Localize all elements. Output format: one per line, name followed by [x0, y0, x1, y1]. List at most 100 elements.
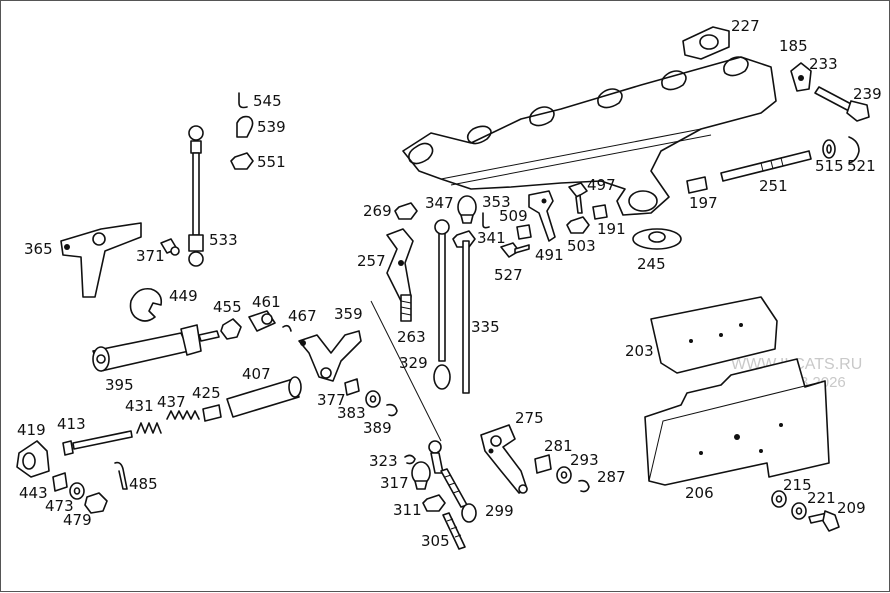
nut-551[interactable]: [230, 152, 254, 170]
ball-cap-539[interactable]: [236, 115, 254, 138]
washer-293[interactable]: [556, 466, 572, 484]
label-449: 449: [169, 287, 198, 305]
nut-269[interactable]: [394, 202, 418, 220]
nut-311[interactable]: [422, 494, 446, 512]
label-383: 383: [337, 404, 366, 422]
spring-431[interactable]: [136, 422, 162, 434]
flange-clamp-245[interactable]: [632, 228, 682, 250]
bushing-509[interactable]: [516, 224, 532, 240]
bushing-443[interactable]: [52, 472, 68, 492]
washer-473[interactable]: [69, 482, 85, 500]
circlip-521[interactable]: [848, 136, 860, 164]
washer-515[interactable]: [822, 139, 836, 159]
clip-545[interactable]: [238, 92, 248, 109]
label-209: 209: [837, 499, 866, 517]
label-491: 491: [535, 246, 564, 264]
label-275: 275: [515, 409, 544, 427]
sleeve-197[interactable]: [686, 176, 708, 194]
label-281: 281: [544, 437, 573, 455]
adjuster-rod-299[interactable]: [428, 440, 477, 523]
label-305: 305: [421, 532, 450, 550]
label-335: 335: [471, 318, 500, 336]
label-515: 515: [815, 157, 844, 175]
label-329: 329: [399, 354, 428, 372]
bolt-497[interactable]: [568, 182, 588, 214]
label-347: 347: [425, 194, 454, 212]
circlip-389[interactable]: [386, 403, 398, 417]
lever-491[interactable]: [528, 190, 556, 242]
washer-221[interactable]: [791, 502, 807, 520]
label-251: 251: [759, 177, 788, 195]
label-257: 257: [357, 252, 386, 270]
lever-359[interactable]: [298, 330, 362, 382]
bushing-281[interactable]: [534, 454, 552, 474]
lever-275[interactable]: [480, 424, 528, 494]
label-407: 407: [242, 365, 271, 383]
washer-215[interactable]: [771, 490, 787, 508]
label-317: 317: [380, 474, 409, 492]
rod-329[interactable]: [433, 219, 451, 390]
bracket-185[interactable]: [790, 62, 812, 92]
nut-503[interactable]: [566, 216, 590, 234]
bolt-239[interactable]: [814, 86, 870, 122]
spring-437[interactable]: [166, 410, 200, 420]
label-221: 221: [807, 489, 836, 507]
label-419: 419: [17, 421, 46, 439]
bolt-209[interactable]: [808, 510, 840, 532]
rod-end-419[interactable]: [16, 440, 50, 478]
label-473: 473: [45, 497, 74, 515]
heat-shield-203[interactable]: [650, 296, 778, 374]
label-425: 425: [192, 384, 221, 402]
rod-413[interactable]: [62, 430, 133, 456]
circlip-287[interactable]: [578, 479, 590, 493]
nut-455[interactable]: [220, 318, 242, 340]
ball-socket-317[interactable]: [411, 461, 431, 490]
label-503: 503: [567, 237, 596, 255]
label-227: 227: [731, 17, 760, 35]
stud-251[interactable]: [720, 150, 812, 182]
bushing-191[interactable]: [592, 204, 608, 220]
manifold-gasket-227[interactable]: [682, 26, 730, 60]
bolt-263[interactable]: [400, 294, 412, 322]
label-263: 263: [397, 328, 426, 346]
label-521: 521: [847, 157, 876, 175]
rod-335[interactable]: [462, 240, 470, 394]
clip-353[interactable]: [482, 212, 490, 229]
bracket-365[interactable]: [60, 222, 142, 298]
clip-467[interactable]: [282, 324, 292, 332]
cotter-pin-485[interactable]: [114, 461, 128, 490]
exhaust-manifold[interactable]: [402, 56, 777, 216]
heat-shield-206[interactable]: [644, 358, 830, 486]
label-443: 443: [19, 484, 48, 502]
threaded-rod-305[interactable]: [442, 512, 466, 550]
label-509: 509: [499, 207, 528, 225]
label-215: 215: [783, 476, 812, 494]
ball-socket-347[interactable]: [457, 195, 477, 224]
label-239: 239: [853, 85, 882, 103]
guide-line: [370, 300, 442, 442]
bushing-377[interactable]: [344, 378, 360, 396]
clip-323[interactable]: [404, 454, 416, 465]
label-431: 431: [125, 397, 154, 415]
boot-407[interactable]: [226, 376, 302, 418]
pin-371[interactable]: [160, 238, 180, 256]
label-455: 455: [213, 298, 242, 316]
washer-383[interactable]: [365, 390, 381, 408]
label-245: 245: [637, 255, 666, 273]
rod-end-461[interactable]: [248, 310, 276, 332]
label-185: 185: [779, 37, 808, 55]
wrench-tool-449[interactable]: [129, 287, 163, 322]
label-293: 293: [570, 451, 599, 469]
label-527: 527: [494, 266, 523, 284]
label-206: 206: [685, 484, 714, 502]
nut-479[interactable]: [84, 492, 108, 514]
label-287: 287: [597, 468, 626, 486]
bolt-527[interactable]: [500, 242, 530, 258]
label-437: 437: [157, 393, 186, 411]
cylinder-395[interactable]: [92, 324, 220, 372]
spacer-425[interactable]: [202, 404, 222, 422]
label-551: 551: [257, 153, 286, 171]
bracket-257[interactable]: [386, 228, 414, 302]
linkage-rod-533[interactable]: [188, 125, 204, 267]
